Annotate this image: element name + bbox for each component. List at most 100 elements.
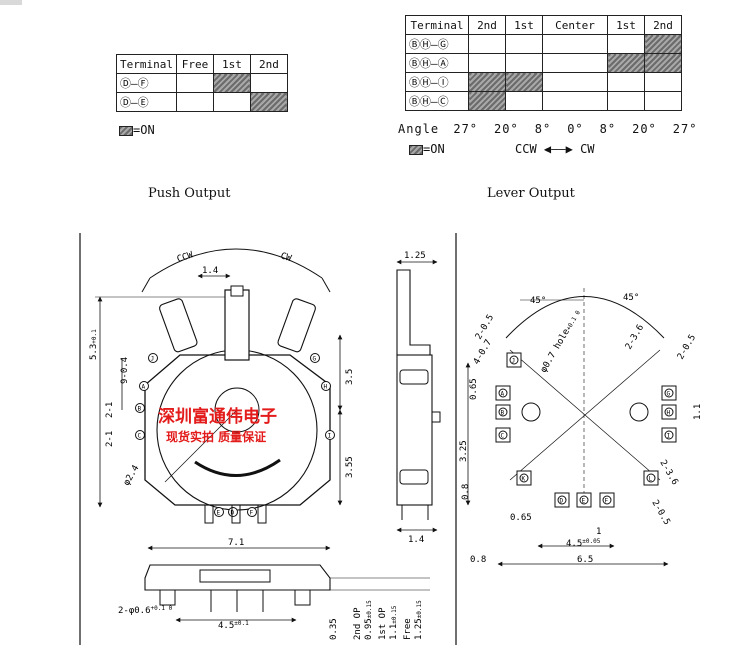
pcb-pad-hole <box>519 473 529 483</box>
pcb-d-2-3-tr: 2-3.6 <box>624 323 646 351</box>
side-dim-bottom: 1.4 <box>408 535 424 545</box>
rotation-arc <box>149 248 323 279</box>
angle-value: 27° <box>672 122 698 136</box>
pcb-d-0-65-b: 0.65 <box>510 513 532 523</box>
bottom-v3: 1st OP <box>378 607 388 640</box>
lever-output-caption: Lever Output <box>487 186 575 201</box>
front-pin-label: B <box>138 406 142 413</box>
front-pin-label: H <box>324 384 328 391</box>
angle-value: 27° <box>453 122 479 136</box>
push-row: Ⓓ—Ⓔ <box>116 92 288 112</box>
double-arrow-icon: ◀——▶ <box>543 142 573 156</box>
pcb-d-1: 1 <box>596 527 601 537</box>
front-dim-2-1a: 2-1 <box>105 402 115 418</box>
front-pin-label: E <box>217 510 221 517</box>
side-view: 1.25 1.4 <box>396 251 441 545</box>
front-dim-width: 7.1 <box>228 538 244 548</box>
front-pin-A <box>139 381 149 391</box>
lever-header-4: 1st <box>607 15 645 35</box>
lever-legend-text: =ON <box>423 142 445 156</box>
bottom-view: 2-φ0.6+0.1 0 4.5±0.1 0.35 2nd OP 0.95±0.… <box>118 564 430 640</box>
pcb-d-2-0-5-tl: 2-0.5 <box>474 313 496 341</box>
front-dim-phi: φ2.4 <box>122 464 142 488</box>
angle-value: 8° <box>599 122 617 136</box>
lever-cell-on <box>607 53 645 73</box>
pcb-angle-left: 45° <box>530 296 546 306</box>
pcb-pad-hole <box>664 388 674 398</box>
pcb-angle-right: 45° <box>623 293 639 303</box>
lever-terminal-cell: ⒷⒽ—Ⓒ <box>405 91 469 111</box>
cropped-image-fragment <box>0 0 22 5</box>
bottom-v3-val: 1.1±0.15 <box>389 605 399 640</box>
angle-values: 27°20°8°0°8°20°27° <box>447 122 697 136</box>
front-dim-height: 5.3+0.1 <box>89 329 99 360</box>
pcb-pad-L <box>643 470 659 486</box>
lever-legend: =ON <box>409 142 445 156</box>
front-pin-label: A <box>142 384 146 391</box>
angle-value: 20° <box>632 122 657 136</box>
pcb-pad-label: E <box>582 498 586 505</box>
pcb-pad-label: D <box>560 498 564 505</box>
front-pin-I <box>325 430 335 440</box>
front-view: CCW CW 1.4 5.3+0.1 9-0.4 2-1 2-1 3.5 3.5… <box>89 248 355 551</box>
front-pin-B <box>135 403 145 413</box>
bottom-v4-val: 1.25±0.15 <box>414 600 424 640</box>
lever-cell-on <box>468 91 506 111</box>
lever-stem <box>224 289 250 361</box>
pcb-pad-hole <box>646 473 656 483</box>
pcb-d-0-8-b: 0.8 <box>470 555 486 565</box>
push-terminal-cell: Ⓓ—Ⓕ <box>116 73 177 93</box>
front-pin-F <box>247 507 257 517</box>
lever-cell-on <box>644 34 682 54</box>
lever-row: ⒷⒽ—Ⓐ <box>405 53 682 73</box>
lever-header-5: 2nd <box>644 15 682 35</box>
bottom-v1: 0.35 <box>329 618 339 640</box>
lever-right-arm <box>277 298 316 353</box>
lever-row: ⒷⒽ—Ⓘ <box>405 72 682 92</box>
lever-row: ⒷⒽ—Ⓒ <box>405 91 682 111</box>
pcb-pad-J <box>506 352 522 368</box>
pcb-pad-hole <box>557 495 567 505</box>
front-pin-label: C <box>138 433 142 440</box>
front-dim-3-55: 3.55 <box>345 456 355 478</box>
front-pin-E <box>214 507 224 517</box>
on-swatch-icon <box>409 144 423 155</box>
watermark-line2: 现货实拍 质量保证 <box>166 430 267 444</box>
bottom-v2: 2nd OP <box>353 607 363 640</box>
pcb-pad-label: A <box>501 391 505 398</box>
pcb-pad-I <box>661 427 677 443</box>
front-dim-top: 1.4 <box>202 266 218 276</box>
pcb-d-0-8: 0.8 <box>461 484 471 500</box>
shaft-circle <box>214 387 260 433</box>
pcb-pad-label: I <box>667 433 671 440</box>
bottom-v2-val: 0.95±0.15 <box>364 600 374 640</box>
angle-label: Angle <box>398 122 440 136</box>
front-cw-label: CW <box>279 251 293 264</box>
pcb-pad-C <box>495 427 511 443</box>
front-dim-2-1b: 2-1 <box>105 431 115 447</box>
pcb-d-6-5: 6.5 <box>577 555 593 565</box>
front-pin-label: G <box>313 356 317 363</box>
pcb-pad-A <box>495 385 511 401</box>
pcb-d-1-1: 1.1 <box>693 404 703 420</box>
bottom-dim-hole: 2-φ0.6+0.1 0 <box>118 605 173 616</box>
pcb-pad-F <box>599 492 615 508</box>
pcb-layout: 45° 45° 2-0.5 4-0.7 φ0.7 hole+0.1 0 2-3.… <box>459 288 703 567</box>
pcb-pad-E <box>576 492 592 508</box>
pcb-pad-K <box>516 470 532 486</box>
pcb-pad-hole <box>579 495 589 505</box>
pcb-pad-H <box>661 404 677 420</box>
front-pin-label: F <box>250 510 254 517</box>
bottom-v4: Free <box>403 618 413 640</box>
watermark-line1: 深圳富通伟电子 <box>158 407 277 427</box>
push-header-3: 2nd <box>249 54 288 74</box>
pcb-pad-hole <box>498 430 508 440</box>
front-ccw-label: CCW <box>176 250 195 265</box>
push-cell-on <box>249 92 288 112</box>
angle-value: 8° <box>534 122 552 136</box>
ccw-label: CCW <box>515 142 537 156</box>
